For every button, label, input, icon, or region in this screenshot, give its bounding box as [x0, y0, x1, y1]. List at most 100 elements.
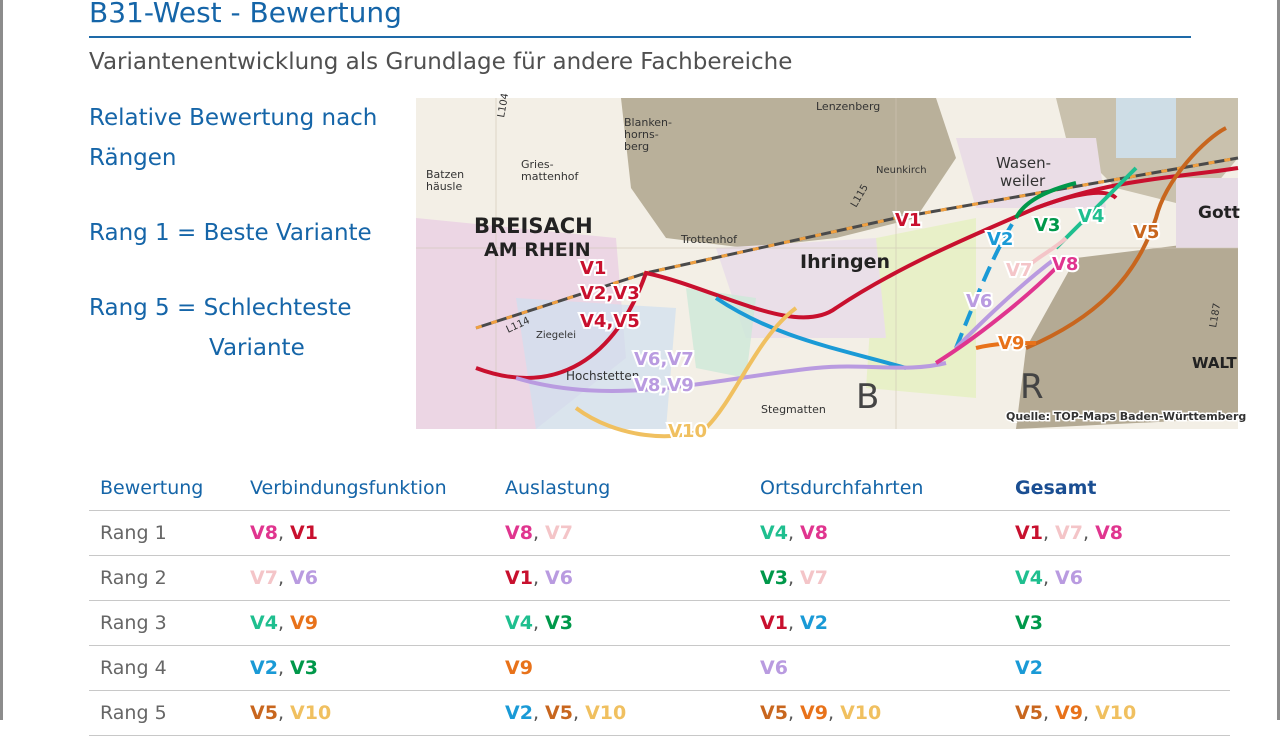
side-text-rank-best: Rang 1 = Beste Variante: [89, 220, 372, 246]
separator: ,: [532, 522, 546, 544]
cell-gesamt: V4, V6: [1004, 555, 1230, 601]
variant-tag: V7: [250, 567, 278, 589]
variant-tag: V7: [545, 522, 573, 544]
map-label-l187: L187: [1208, 302, 1223, 328]
separator: ,: [277, 567, 291, 589]
cell-auslastung: V9: [494, 645, 749, 691]
map-label-l104: L104: [496, 92, 511, 118]
map-label-wasenweiler-2: weiler: [1000, 172, 1046, 190]
cell-verbindungsfunktion: V5, V10: [239, 690, 494, 736]
table-header-row: Bewertung Verbindungsfunktion Auslastung…: [89, 466, 1230, 511]
side-text-rank-worst: Rang 5 = Schlechteste: [89, 295, 352, 321]
map-label-ihringen: Ihringen: [800, 251, 890, 273]
variant-tag: V1: [505, 567, 533, 589]
variant-tag: V2: [800, 612, 828, 634]
map-label-group-v6-v7: V6,V7: [634, 349, 694, 370]
cell-gesamt: V3: [1004, 600, 1230, 646]
map-label-v8: V8: [1052, 254, 1078, 275]
variant-tag: V10: [290, 702, 332, 724]
header-gesamt: Gesamt: [1004, 466, 1230, 511]
cell-ortsdurchfahrten: V3, V7: [749, 555, 1004, 601]
separator: ,: [277, 657, 291, 679]
map-label-stegmatten: Stegmatten: [761, 403, 826, 416]
map-label-v5: V5: [1133, 222, 1159, 243]
cell-ortsdurchfahrten: V4, V8: [749, 510, 1004, 556]
map-label-trottenhof: Trottenhof: [680, 233, 738, 246]
separator: ,: [277, 522, 291, 544]
rank-label: Rang 4: [89, 645, 239, 691]
map-label-blanken-3: berg: [624, 140, 649, 153]
map-label-batzen-1: Batzen: [426, 168, 464, 181]
variant-tag: V9: [1055, 702, 1083, 724]
map-label-v2: V2: [987, 229, 1013, 250]
header-ortsdurchfahrten: Ortsdurchfahrten: [749, 466, 1004, 511]
map-label-v4: V4: [1078, 206, 1104, 227]
town-area-ihringen: [716, 238, 886, 338]
map-label-big-r: R: [1020, 367, 1044, 407]
variant-tag: V9: [505, 657, 533, 679]
map-label-group-v4-v5: V4,V5: [580, 311, 640, 332]
separator: ,: [1042, 522, 1056, 544]
map-label-big-b: B: [856, 377, 879, 417]
variant-tag: V5: [760, 702, 788, 724]
route-v6-west: [515, 361, 947, 393]
title-underline: [89, 36, 1191, 38]
variant-tag: V8: [505, 522, 533, 544]
cell-auslastung: V1, V6: [494, 555, 749, 601]
rank-label: Rang 5: [89, 690, 239, 736]
map-label-gott: Gott: [1198, 203, 1240, 223]
cell-ortsdurchfahrten: V1, V2: [749, 600, 1004, 646]
variant-tag: V4: [760, 522, 788, 544]
variant-tag: V1: [290, 522, 318, 544]
rank-label: Rang 2: [89, 555, 239, 601]
cell-verbindungsfunktion: V8, V1: [239, 510, 494, 556]
route-v7: [1024, 236, 1068, 270]
map-label-batzen-2: häusle: [426, 180, 462, 193]
map-label-v7: V7: [1006, 260, 1032, 281]
separator: ,: [277, 612, 291, 634]
cell-verbindungsfunktion: V2, V3: [239, 645, 494, 691]
map-label-group-v1: V1: [580, 258, 606, 279]
separator: ,: [1082, 702, 1096, 724]
separator: ,: [1042, 567, 1056, 589]
map-label-gries-2: mattenhof: [521, 170, 580, 183]
variant-tag: V3: [1015, 612, 1043, 634]
variant-tag: V10: [840, 702, 882, 724]
variant-tag: V9: [290, 612, 318, 634]
map-label-breisach: BREISACH: [474, 214, 593, 238]
variant-tag: V10: [1095, 702, 1137, 724]
map-label-ziegelei: Ziegelei: [536, 330, 576, 341]
route-v2: [714, 296, 907, 370]
variant-tag: V8: [800, 522, 828, 544]
separator: ,: [532, 702, 546, 724]
cell-auslastung: V2, V5, V10: [494, 690, 749, 736]
separator: ,: [827, 702, 841, 724]
slide-title: B31-West - Bewertung: [89, 0, 402, 29]
side-text-line-2: Rängen: [89, 145, 177, 171]
route-v6: [954, 256, 1058, 350]
cell-gesamt: V5, V9, V10: [1004, 690, 1230, 736]
variant-tag: V2: [1015, 657, 1043, 679]
map-label-v9: V9: [998, 333, 1024, 354]
variant-tag: V4: [250, 612, 278, 634]
map-label-wasenweiler-1: Wasen-: [996, 154, 1051, 172]
map-source-credit: Quelle: TOP-Maps Baden-Württemberg: [1006, 410, 1246, 423]
header-bewertung: Bewertung: [89, 466, 239, 511]
variant-tag: V8: [1095, 522, 1123, 544]
variant-tag: V1: [1015, 522, 1043, 544]
variant-tag: V5: [250, 702, 278, 724]
variant-tag: V6: [545, 567, 573, 589]
slide-subtitle: Variantenentwicklung als Grundlage für a…: [89, 49, 793, 75]
map-label-lenzenberg: Lenzenberg: [816, 100, 880, 113]
variant-tag: V3: [290, 657, 318, 679]
slide-frame-right: [1277, 0, 1280, 720]
slide-frame-left: [0, 0, 3, 720]
map-label-v3: V3: [1034, 215, 1060, 236]
cell-gesamt: V1, V7, V8: [1004, 510, 1230, 556]
map-label-group-v2-v3: V2,V3: [580, 283, 640, 304]
water-area-ne: [1116, 98, 1176, 158]
